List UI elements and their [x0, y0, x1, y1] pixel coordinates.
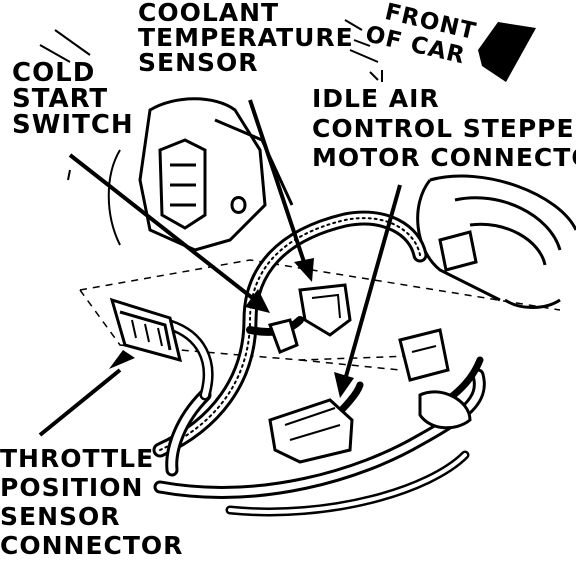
decorative-marks — [39, 19, 383, 181]
iac-label-line-3: MOTOR CONNECTOR — [312, 143, 576, 172]
iac-connector-label: IDLE AIR CONTROL STEPPER MOTOR CONNECTOR — [312, 84, 576, 173]
tps-label-line-1: THROTTLE — [0, 444, 155, 473]
tps-label-line-3: SENSOR — [0, 502, 121, 531]
throttle-body-outline — [416, 174, 576, 309]
cold-start-switch-label: COLD START SWITCH — [12, 60, 134, 138]
right-side-plugs — [398, 230, 478, 430]
coolant-sensor-shape — [298, 283, 352, 337]
coolant-label-line-2: TEMPERATURE — [138, 23, 354, 52]
arrow-front-icon — [478, 22, 536, 82]
tps-connector-shape — [109, 297, 183, 363]
cold-label-line-2: START — [12, 84, 109, 114]
tps-connector-label: THROTTLE POSITION SENSOR CONNECTOR — [0, 444, 183, 560]
iac-label-line-1: IDLE AIR — [312, 84, 440, 113]
cold-start-arrowhead — [245, 289, 270, 313]
reference-lines — [79, 259, 561, 371]
arrowheads — [109, 258, 354, 398]
iac-connector-shape — [268, 398, 354, 464]
tps-leader — [38, 368, 122, 437]
cold-label-line-1: COLD — [12, 58, 96, 88]
iac-label-line-2: CONTROL STEPPER — [312, 113, 576, 143]
coolant-label-line-3: SENSOR — [138, 48, 259, 77]
iac-arrowhead — [334, 372, 354, 398]
cold-start-switch-shape — [268, 318, 299, 354]
tps-label-line-2: POSITION — [0, 473, 144, 502]
coolant-sensor-label: COOLANT TEMPERATURE SENSOR — [138, 0, 354, 75]
coolant-leader — [248, 99, 307, 266]
cold-start-leader — [68, 153, 257, 302]
cold-label-line-3: SWITCH — [12, 110, 134, 140]
coolant-label-line-1: COOLANT — [138, 0, 280, 27]
tps-arrowhead — [109, 350, 135, 369]
iac-leader — [343, 184, 402, 381]
leader-arrows — [38, 99, 402, 437]
engine-block-outline — [107, 97, 294, 252]
coolant-arrowhead — [294, 258, 314, 282]
tps-label-line-4: CONNECTOR — [0, 531, 184, 560]
